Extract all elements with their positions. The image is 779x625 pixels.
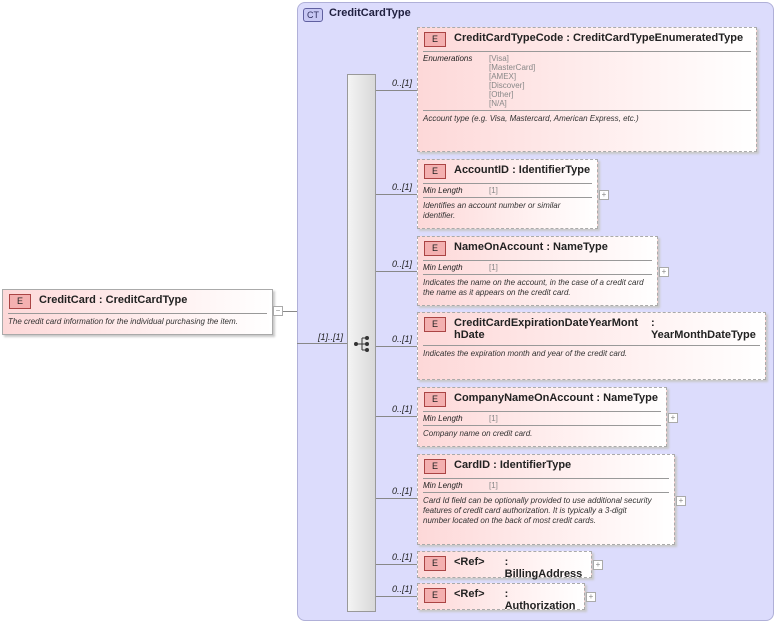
property-key: Min Length — [423, 263, 463, 272]
element-doc: Indicates the expiration month and year … — [423, 349, 628, 358]
expand-icon[interactable]: + — [593, 560, 603, 570]
property-value: [1] — [489, 414, 498, 423]
expand-icon[interactable]: + — [599, 190, 609, 200]
element-type: : IdentifierType — [512, 164, 591, 176]
element-authorization-ref[interactable]: E <Ref> : Authorization — [417, 583, 585, 612]
property-key: Min Length — [423, 481, 463, 490]
cardinality-label: 0..[1] — [392, 486, 413, 496]
property-value: [1] — [489, 186, 498, 195]
element-badge: E — [424, 164, 446, 179]
cardinality-label: 0..[1] — [392, 404, 413, 414]
element-doc: Card Id field can be optionally provided… — [423, 496, 652, 525]
connector — [376, 271, 417, 272]
element-name: NameOnAccount — [454, 241, 544, 253]
property-value: [Other] — [489, 90, 514, 99]
element-type: : IdentifierType — [493, 459, 572, 471]
element-name: CreditCard — [39, 294, 96, 306]
property-row: Enumerations [Visa][MasterCard][AMEX][Dis… — [418, 54, 756, 108]
element-badge: E — [424, 459, 446, 474]
property-value: [1] — [489, 481, 498, 490]
cardinality-label: 0..[1] — [392, 182, 413, 192]
cardinality-label: 0..[1] — [392, 259, 413, 269]
property-value: [1] — [489, 263, 498, 272]
property-key: Enumerations — [423, 54, 473, 63]
connector — [376, 596, 417, 597]
element-doc: Account type (e.g. Visa, Mastercard, Ame… — [423, 114, 639, 123]
element-badge: E — [424, 241, 446, 256]
property-key: Min Length — [423, 186, 463, 195]
complex-type-badge: CT — [303, 8, 323, 22]
connector — [376, 416, 417, 417]
element-name: CompanyNameOnAccount — [454, 392, 594, 404]
property-key: Min Length — [423, 414, 463, 423]
element-badge: E — [424, 32, 446, 47]
root-element-box[interactable]: E CreditCard : CreditCardType The credit … — [2, 289, 273, 335]
collapse-icon[interactable]: − — [273, 306, 283, 316]
element-doc: Company name on credit card. — [423, 429, 533, 438]
element-type: : NameType — [596, 392, 658, 404]
element-name: CreditCardExpirationDateYearMont hDate — [454, 317, 638, 341]
element-badge: E — [424, 588, 446, 603]
property-value: [N/A] — [489, 99, 507, 108]
element-type: : YearMonthDateType — [650, 317, 756, 341]
property-value: [AMEX] — [489, 72, 517, 81]
element-type: : BillingAddress — [504, 556, 583, 580]
expand-icon[interactable]: + — [659, 267, 669, 277]
connector — [376, 194, 417, 195]
property-value: [Discover] — [489, 81, 525, 90]
element-badge: E — [424, 317, 446, 332]
element-type: : Authorization — [504, 588, 576, 612]
cardinality-label: 0..[1] — [392, 552, 413, 562]
sequence-cardinality: [1]..[1] — [318, 332, 344, 342]
connector — [376, 346, 417, 347]
expand-icon[interactable]: + — [586, 592, 596, 602]
connector — [376, 498, 417, 499]
element-type: : CreditCardTypeEnumeratedType — [566, 32, 744, 44]
element-credit-card-type-code[interactable]: E CreditCardTypeCode : CreditCardTypeEnum… — [417, 27, 757, 152]
connector — [297, 343, 347, 344]
connector — [273, 311, 297, 312]
sequence-icon — [354, 336, 369, 352]
element-name: CardID — [454, 459, 491, 471]
property-row: Min Length [1] — [418, 414, 666, 423]
element-badge: E — [9, 294, 31, 309]
element-doc: Indicates the name on the account, in th… — [423, 278, 644, 297]
element-type: : NameType — [546, 241, 608, 253]
property-row: Min Length [1] — [418, 481, 674, 490]
complex-type-title: CreditCardType — [329, 7, 411, 19]
element-name: CreditCardTypeCode — [454, 32, 564, 44]
property-value: [MasterCard] — [489, 63, 536, 72]
element-billing-address-ref[interactable]: E <Ref> : BillingAddress — [417, 551, 592, 580]
sequence-compositor[interactable] — [347, 74, 376, 612]
cardinality-label: 0..[1] — [392, 334, 413, 344]
property-row: Min Length [1] — [418, 186, 597, 195]
connector — [376, 90, 417, 91]
element-doc: The credit card information for the indi… — [8, 317, 238, 326]
element-doc: Identifies an account number or similar … — [423, 201, 561, 220]
element-name: <Ref> — [454, 588, 485, 600]
property-value: [Visa] — [489, 54, 509, 63]
connector — [376, 564, 417, 565]
element-type: : CreditCardType — [98, 294, 188, 306]
expand-icon[interactable]: + — [676, 495, 686, 506]
property-row: Min Length [1] — [418, 263, 657, 272]
expand-icon[interactable]: + — [668, 413, 678, 423]
element-badge: E — [424, 556, 446, 571]
element-name: AccountID — [454, 164, 509, 176]
element-badge: E — [424, 392, 446, 407]
cardinality-label: 0..[1] — [392, 584, 413, 594]
cardinality-label: 0..[1] — [392, 78, 413, 88]
element-name: <Ref> — [454, 556, 485, 568]
